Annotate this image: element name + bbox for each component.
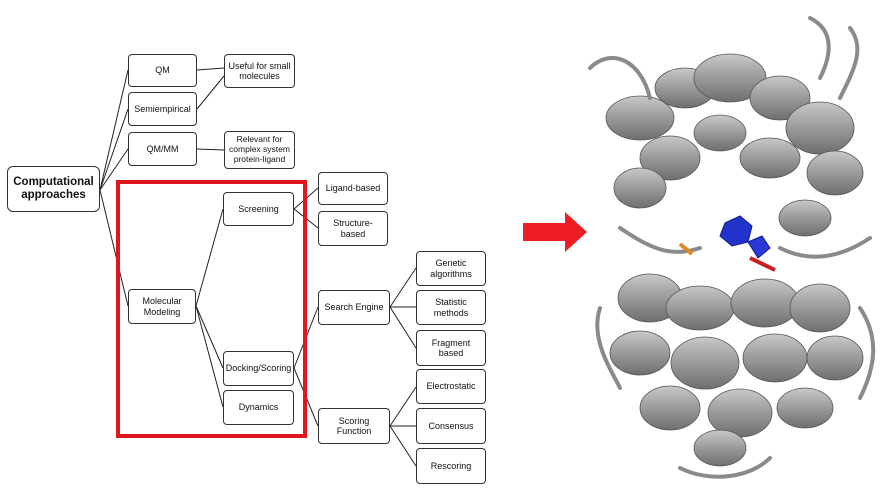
node-structure-based: Structure-based: [318, 211, 388, 246]
note-small-molecules: Useful for small molecules: [224, 54, 295, 88]
right-arrow-icon: [523, 212, 587, 252]
node-consensus: Consensus: [416, 408, 486, 444]
highlight-frame: [116, 180, 307, 438]
node-semiempirical: Semiempirical: [128, 92, 197, 126]
node-rescoring: Rescoring: [416, 448, 486, 484]
node-statistic-methods: Statistic methods: [416, 290, 486, 325]
node-dynamics: Dynamics: [223, 390, 294, 425]
node-genetic-algorithms: Genetic algorithms: [416, 251, 486, 286]
node-docking-scoring: Docking/Scoring: [223, 351, 294, 386]
node-scoring-function: Scoring Function: [318, 408, 390, 444]
protein-structure-image: [588, 16, 876, 479]
node-ligand-based: Ligand-based: [318, 172, 388, 205]
node-electrostatic: Electrostatic: [416, 369, 486, 404]
node-screening: Screening: [223, 192, 294, 226]
note-complex-system: Relevant for complex system protein-liga…: [224, 131, 295, 169]
node-qm: QM: [128, 54, 197, 87]
node-fragment-based: Fragment based: [416, 330, 486, 366]
node-search-engine: Search Engine: [318, 290, 390, 325]
node-qmmm: QM/MM: [128, 132, 197, 166]
node-molecular-modeling: Molecular Modeling: [128, 289, 196, 324]
node-computational-approaches: Computational approaches: [7, 166, 100, 212]
